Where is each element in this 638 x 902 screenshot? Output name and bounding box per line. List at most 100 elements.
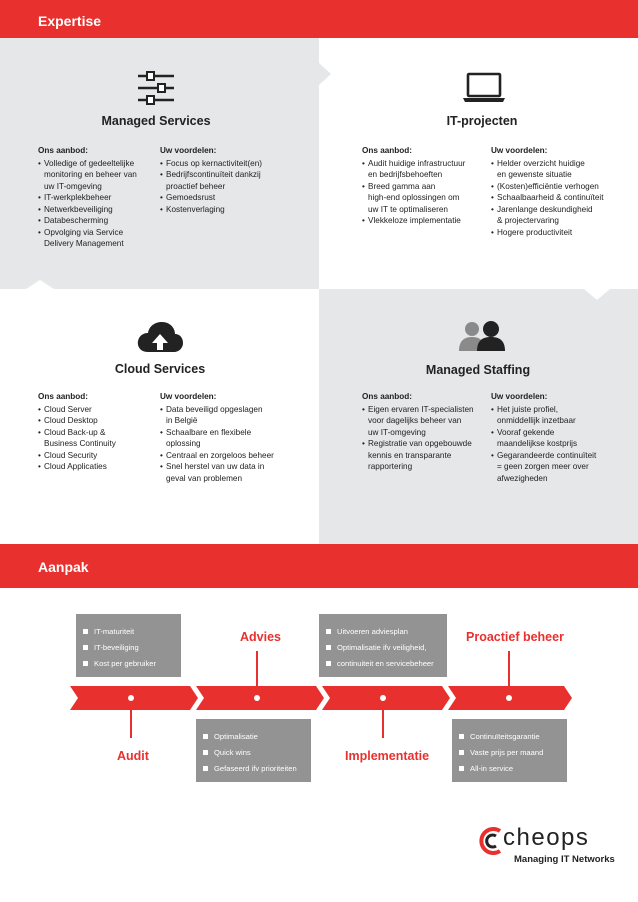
list-item-continuation: Business Continuity xyxy=(44,439,116,448)
list-item: Gefaseerd ifv prioriteiten xyxy=(196,761,311,777)
laptop-icon xyxy=(463,72,505,102)
list-item-continuation: proactief beheer xyxy=(166,181,226,191)
list-item: Cloud Applicaties xyxy=(38,461,154,473)
list-item: Optimalisatie ifv veiligheid, xyxy=(319,640,447,656)
list-item: Databescherming xyxy=(38,215,156,227)
aanpak-banner: Aanpak xyxy=(0,544,638,588)
managed-services-title: Managed Services xyxy=(101,114,211,128)
offer-heading: Ons aanbod: xyxy=(38,146,89,155)
list-item: All-in service xyxy=(452,761,567,777)
list-item-continuation: kennis en transparante xyxy=(368,450,452,460)
benefits-heading: Uw voordelen: xyxy=(160,392,217,401)
expertise-banner: Expertise xyxy=(0,0,638,38)
list-item: Focus op kernactiviteit(en) xyxy=(160,158,280,170)
managed-staffing-title: Managed Staffing xyxy=(425,363,531,377)
list-item-continuation: uw IT-omgeving xyxy=(44,181,102,191)
list-item: Data beveiligd opgeslagen xyxy=(160,404,290,416)
logo-tagline: Managing IT Networks xyxy=(514,854,615,865)
offer-list: Cloud ServerCloud DesktopCloud Back-up &… xyxy=(38,404,154,473)
offer-heading: Ons aanbod: xyxy=(362,146,413,155)
list-item: continuiteit en servicebeheer xyxy=(319,656,447,672)
expertise-title: Expertise xyxy=(38,13,102,29)
timeline-dot-advies xyxy=(254,695,260,701)
cloud-services-offer: Ons aanbod: Cloud ServerCloud DesktopClo… xyxy=(38,391,154,473)
list-item: Audit huidige infrastructuur xyxy=(362,158,486,170)
benefits-list: Focus op kernactiviteit(en)Bedrijfsconti… xyxy=(160,158,280,216)
list-item-continuation: Delivery Management xyxy=(44,239,124,248)
step-audit-label: Audit xyxy=(117,749,149,763)
list-item: Gegarandeerde continuïteit xyxy=(491,450,626,462)
timeline-dot-audit xyxy=(128,695,134,701)
list-item-continuation: uw IT te optimaliseren xyxy=(368,204,448,214)
list-item-continuation: onmiddellijk inzetbaar xyxy=(497,416,576,425)
list-item: Breed gamma aan xyxy=(362,181,486,193)
cloud-upload-icon xyxy=(137,322,183,352)
people-icon xyxy=(459,321,505,351)
list-item-continuation: afwezigheden xyxy=(497,473,548,483)
list-item: Quick wins xyxy=(196,745,311,761)
list-item: Gemoedsrust xyxy=(160,192,280,204)
list-item: Volledige of gedeeltelijke xyxy=(38,158,156,170)
list-item-continuation: rapportering xyxy=(368,462,413,471)
list-item-continuation: & projectervaring xyxy=(497,216,559,225)
list-item: Schaalbaarheid & continuïteit xyxy=(491,192,626,204)
it-projecten-title: IT-projecten xyxy=(446,114,518,128)
logo-name: cheops xyxy=(503,824,590,851)
list-item: Schaalbare en flexibele xyxy=(160,427,290,439)
list-item: Cloud Server xyxy=(38,404,154,416)
offer-heading: Ons aanbod: xyxy=(362,392,413,401)
list-item: Centraal en zorgeloos beheer xyxy=(160,450,290,462)
timeline-arrow-bar xyxy=(70,686,572,710)
list-item-continuation: geval van problemen xyxy=(166,473,243,483)
step-advies-stem xyxy=(256,651,258,687)
list-item: Optimalisatie xyxy=(196,729,311,745)
step-advies-label: Advies xyxy=(240,630,281,644)
cloud-services-benefits: Uw voordelen: Data beveiligd opgeslageni… xyxy=(160,391,290,484)
managed-services-offer: Ons aanbod: Volledige of gedeeltelijkemo… xyxy=(38,145,156,250)
timeline-dot-implementatie xyxy=(380,695,386,701)
list-item: Cloud Back-up & xyxy=(38,427,154,439)
list-item: IT-beveiliging xyxy=(76,640,181,656)
cheops-logo: cheops Managing IT Networks xyxy=(476,824,615,868)
managed-staffing-benefits: Uw voordelen: Het juiste profiel,onmidde… xyxy=(491,391,626,484)
list-item: Uitvoeren adviesplan xyxy=(319,624,447,640)
step-audit-stem xyxy=(130,708,132,738)
step-proactief-beheer-stem xyxy=(508,651,510,687)
it-projecten-benefits: Uw voordelen: Helder overzicht huidigeen… xyxy=(491,145,626,238)
list-item-continuation: oplossing xyxy=(166,439,201,448)
cheops-mark-icon xyxy=(479,827,502,855)
list-item: Registratie van opgebouwde xyxy=(362,438,490,450)
list-item-continuation: = geen zorgen meer over xyxy=(497,462,589,471)
cloud-services-title: Cloud Services xyxy=(114,362,206,376)
sliders-icon xyxy=(138,71,174,105)
list-item-continuation: voor dagelijks beheer van xyxy=(368,416,462,425)
list-item: Cloud Security xyxy=(38,450,154,462)
list-item-continuation: en gewenste situatie xyxy=(497,170,572,179)
step-implementatie-label: Implementatie xyxy=(345,749,430,763)
benefits-list: Het juiste profiel,onmiddellijk inzetbaa… xyxy=(491,404,626,485)
list-item: Jarenlange deskundigheid xyxy=(491,204,626,216)
managed-staffing-offer: Ons aanbod: Eigen ervaren IT-specialiste… xyxy=(362,391,490,473)
list-item: IT-werkplekbeheer xyxy=(38,192,156,204)
timeline-dot-proactief-beheer xyxy=(506,695,512,701)
list-item: Helder overzicht huidige xyxy=(491,158,626,170)
list-item: Hogere productiviteit xyxy=(491,227,626,239)
list-item-continuation: maandelijkse kostprijs xyxy=(497,439,578,448)
list-item: (Kosten)efficiëntie verhogen xyxy=(491,181,626,193)
list-item: IT-maturiteit xyxy=(76,624,181,640)
list-item: Snel herstel van uw data in xyxy=(160,461,290,473)
list-item: Vaste prijs per maand xyxy=(452,745,567,761)
list-item: Netwerkbeveiliging xyxy=(38,204,156,216)
aanpak-title: Aanpak xyxy=(38,559,89,575)
benefits-heading: Uw voordelen: xyxy=(491,392,548,401)
